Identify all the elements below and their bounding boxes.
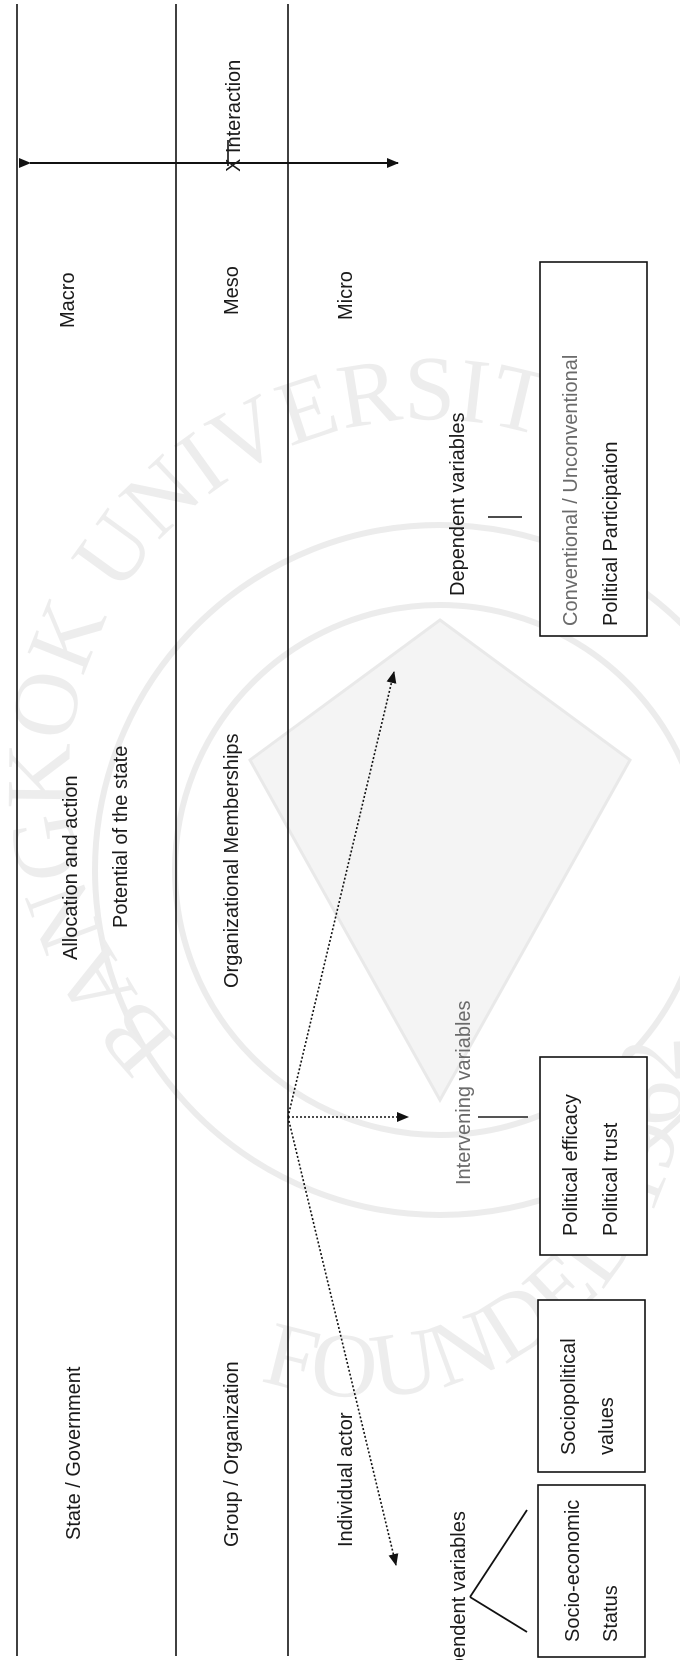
- header-intervening: Intervening variables: [453, 1000, 475, 1185]
- header-independent: Independent variables: [448, 1511, 470, 1660]
- scale-macro-label: Macro: [57, 272, 79, 328]
- sociopolitical-line-1: Sociopolitical: [558, 1338, 580, 1455]
- sociopolitical-line-2: values: [596, 1397, 618, 1455]
- independent-branch-right: [469, 1596, 528, 1633]
- level-group-label: Group / Organization: [221, 1361, 243, 1547]
- organizational-memberships-label: Organizational Memberships: [221, 733, 243, 988]
- level-state-label: State / Government: [63, 1366, 85, 1540]
- state-line-potential: Potential of the state: [110, 746, 132, 928]
- interaction-label: X Interaction: [223, 60, 245, 172]
- ses-line-1: Socio-economic: [562, 1500, 584, 1642]
- box-participation: [539, 261, 648, 637]
- state-line-allocation: Allocation and action: [60, 775, 82, 960]
- box-ses: [537, 1484, 646, 1658]
- independent-branch-left: [469, 1509, 528, 1598]
- participation-line-2: Political Participation: [600, 441, 622, 626]
- efficacy-line-1: Political efficacy: [560, 1094, 582, 1236]
- arrow-to-dependent: [287, 671, 397, 1118]
- participation-line-1: Conventional / Unconventional: [560, 355, 582, 626]
- header-dependent: Dependent variables: [447, 413, 469, 596]
- scale-micro-label: Micro: [335, 271, 357, 320]
- ses-line-2: Status: [600, 1585, 622, 1642]
- efficacy-line-2: Political trust: [600, 1122, 622, 1236]
- box-sociopolitical: [537, 1299, 646, 1473]
- arrow-to-independent: [287, 1116, 399, 1566]
- scale-meso-label: Meso: [221, 266, 243, 315]
- level-individual-label: Individual actor: [335, 1412, 357, 1547]
- watermark-diamond: [248, 618, 632, 1104]
- box-efficacy: [539, 1056, 648, 1256]
